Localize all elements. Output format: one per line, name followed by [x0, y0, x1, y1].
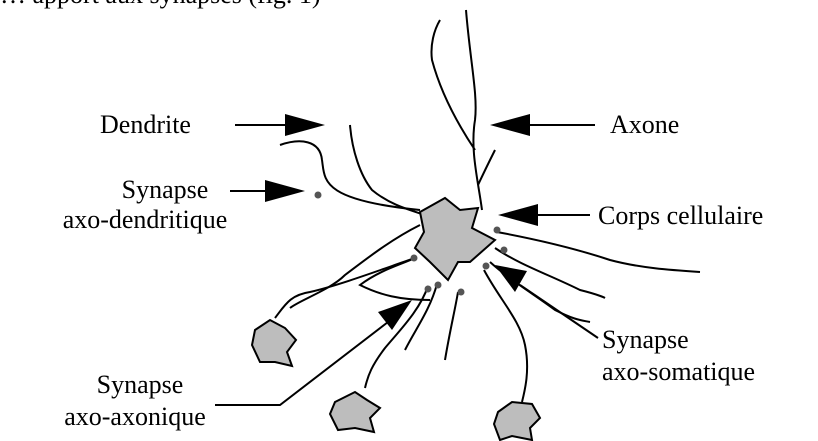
small-neuron-bottom-right: [492, 400, 542, 441]
dendrite-right-2: [494, 247, 606, 299]
caption-fragment: … apport aux synapses (fig. 1): [0, 0, 321, 10]
synapse-dot-axo-1: [410, 254, 418, 262]
dendrite-right-1: [496, 231, 701, 273]
axon-line: [465, 9, 483, 211]
dendrite-left: [279, 140, 421, 211]
label-dendrite: Dendrite: [100, 110, 191, 139]
small-neuron-left: [250, 318, 298, 368]
axon-branch-small: [477, 149, 496, 186]
dendrite-upper: [349, 124, 426, 216]
label-corps-cellulaire: Corps cellulaire: [598, 201, 764, 230]
axon-to-small-neuron-2: [364, 285, 429, 389]
small-neuron-bottom-left: [328, 390, 382, 434]
axon-to-small-neuron-3: [483, 269, 529, 403]
axon-to-center-bottom: [444, 291, 459, 361]
label-synapse-axo-somatique-line2: axo-somatique: [602, 357, 756, 386]
label-synapse-axo-dendritique-line1: Synapse: [121, 175, 209, 204]
synapse-dot-body-top: [493, 226, 501, 234]
label-synapse-axo-axonique-line2: axo-axonique: [64, 402, 206, 431]
synapse-dot-axo-4: [457, 288, 465, 296]
synapse-dot-axo-3: [434, 281, 442, 289]
cell-body: [413, 196, 497, 282]
axo-dendritique-arrow-head: [265, 180, 305, 202]
axon-branch-left: [430, 19, 476, 151]
label-synapse-axo-somatique-line1: Synapse: [602, 325, 689, 354]
axo-somatique-arrow-shaft: [519, 284, 599, 339]
label-axone: Axone: [610, 110, 680, 139]
label-synapse-axo-dendritique-line2: axo-dendritique: [62, 205, 228, 234]
label-synapse-axo-axonique-line1: Synapse: [96, 370, 184, 399]
axo-axonique-arrow-head: [378, 300, 412, 330]
axon-to-small-neuron-1: [274, 257, 416, 319]
dendrite-arrow-head: [285, 114, 325, 136]
dendrite-far-left: [289, 224, 421, 309]
axone-arrow-head: [490, 114, 530, 136]
synapse-dot-axo-dendritique: [314, 191, 322, 199]
axo-somatique-arrow-head: [495, 265, 527, 292]
synapse-dot-body-right: [500, 246, 508, 254]
axo-axonique-arrow-shaft: [215, 321, 389, 406]
corps-cellulaire-arrow-head: [498, 204, 538, 226]
synapse-dot-body-right-lower: [482, 262, 490, 270]
synapse-dot-axo-2: [424, 285, 432, 293]
axon-from-cell-lower: [404, 283, 438, 351]
